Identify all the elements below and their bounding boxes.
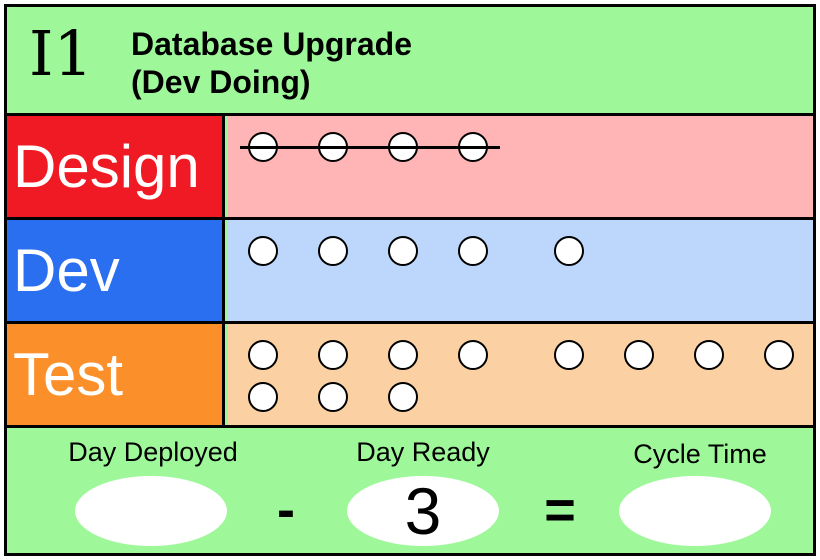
cycle-time-label: Cycle Time xyxy=(633,439,767,469)
task-dot[interactable] xyxy=(458,236,488,266)
task-dot[interactable] xyxy=(458,340,488,370)
lane-track-dev xyxy=(228,220,813,321)
day-deployed-label: Day Deployed xyxy=(68,437,238,467)
lane-design: Design xyxy=(7,116,813,220)
task-dot[interactable] xyxy=(388,236,418,266)
task-dot[interactable] xyxy=(554,340,584,370)
task-dot[interactable] xyxy=(248,236,278,266)
task-dot[interactable] xyxy=(554,236,584,266)
completed-strike-line xyxy=(240,146,500,149)
lane-dev: Dev xyxy=(7,220,813,324)
cycle-time-field[interactable] xyxy=(619,476,771,546)
lane-label-dev: Dev xyxy=(7,220,225,321)
cycle-time-footer: Day Deployed - Day Ready 3 = Cycle Time xyxy=(7,428,813,553)
task-dot[interactable] xyxy=(764,340,794,370)
day-ready-label: Day Ready xyxy=(356,437,490,467)
lane-label-test: Test xyxy=(7,324,225,425)
task-dot[interactable] xyxy=(318,236,348,266)
kanban-card: I1 Database Upgrade (Dev Doing) Design D… xyxy=(4,4,816,556)
task-dot[interactable] xyxy=(248,340,278,370)
task-dot[interactable] xyxy=(318,382,348,412)
task-dot[interactable] xyxy=(624,340,654,370)
lane-test: Test xyxy=(7,324,813,428)
minus-sign: - xyxy=(277,480,295,540)
day-deployed-field[interactable] xyxy=(75,476,227,546)
card-header: I1 Database Upgrade (Dev Doing) xyxy=(7,7,813,116)
lane-track-test xyxy=(228,324,813,425)
card-status: (Dev Doing) xyxy=(131,64,311,100)
day-ready-field[interactable]: 3 xyxy=(347,476,499,546)
lane-track-design xyxy=(228,116,813,217)
card-id: I1 xyxy=(29,17,93,90)
equals-sign: = xyxy=(544,480,576,540)
task-dot[interactable] xyxy=(318,340,348,370)
task-dot[interactable] xyxy=(388,382,418,412)
task-dot[interactable] xyxy=(248,382,278,412)
card-title: Database Upgrade xyxy=(131,26,412,62)
task-dot[interactable] xyxy=(388,340,418,370)
lane-label-design: Design xyxy=(7,116,225,217)
task-dot[interactable] xyxy=(694,340,724,370)
